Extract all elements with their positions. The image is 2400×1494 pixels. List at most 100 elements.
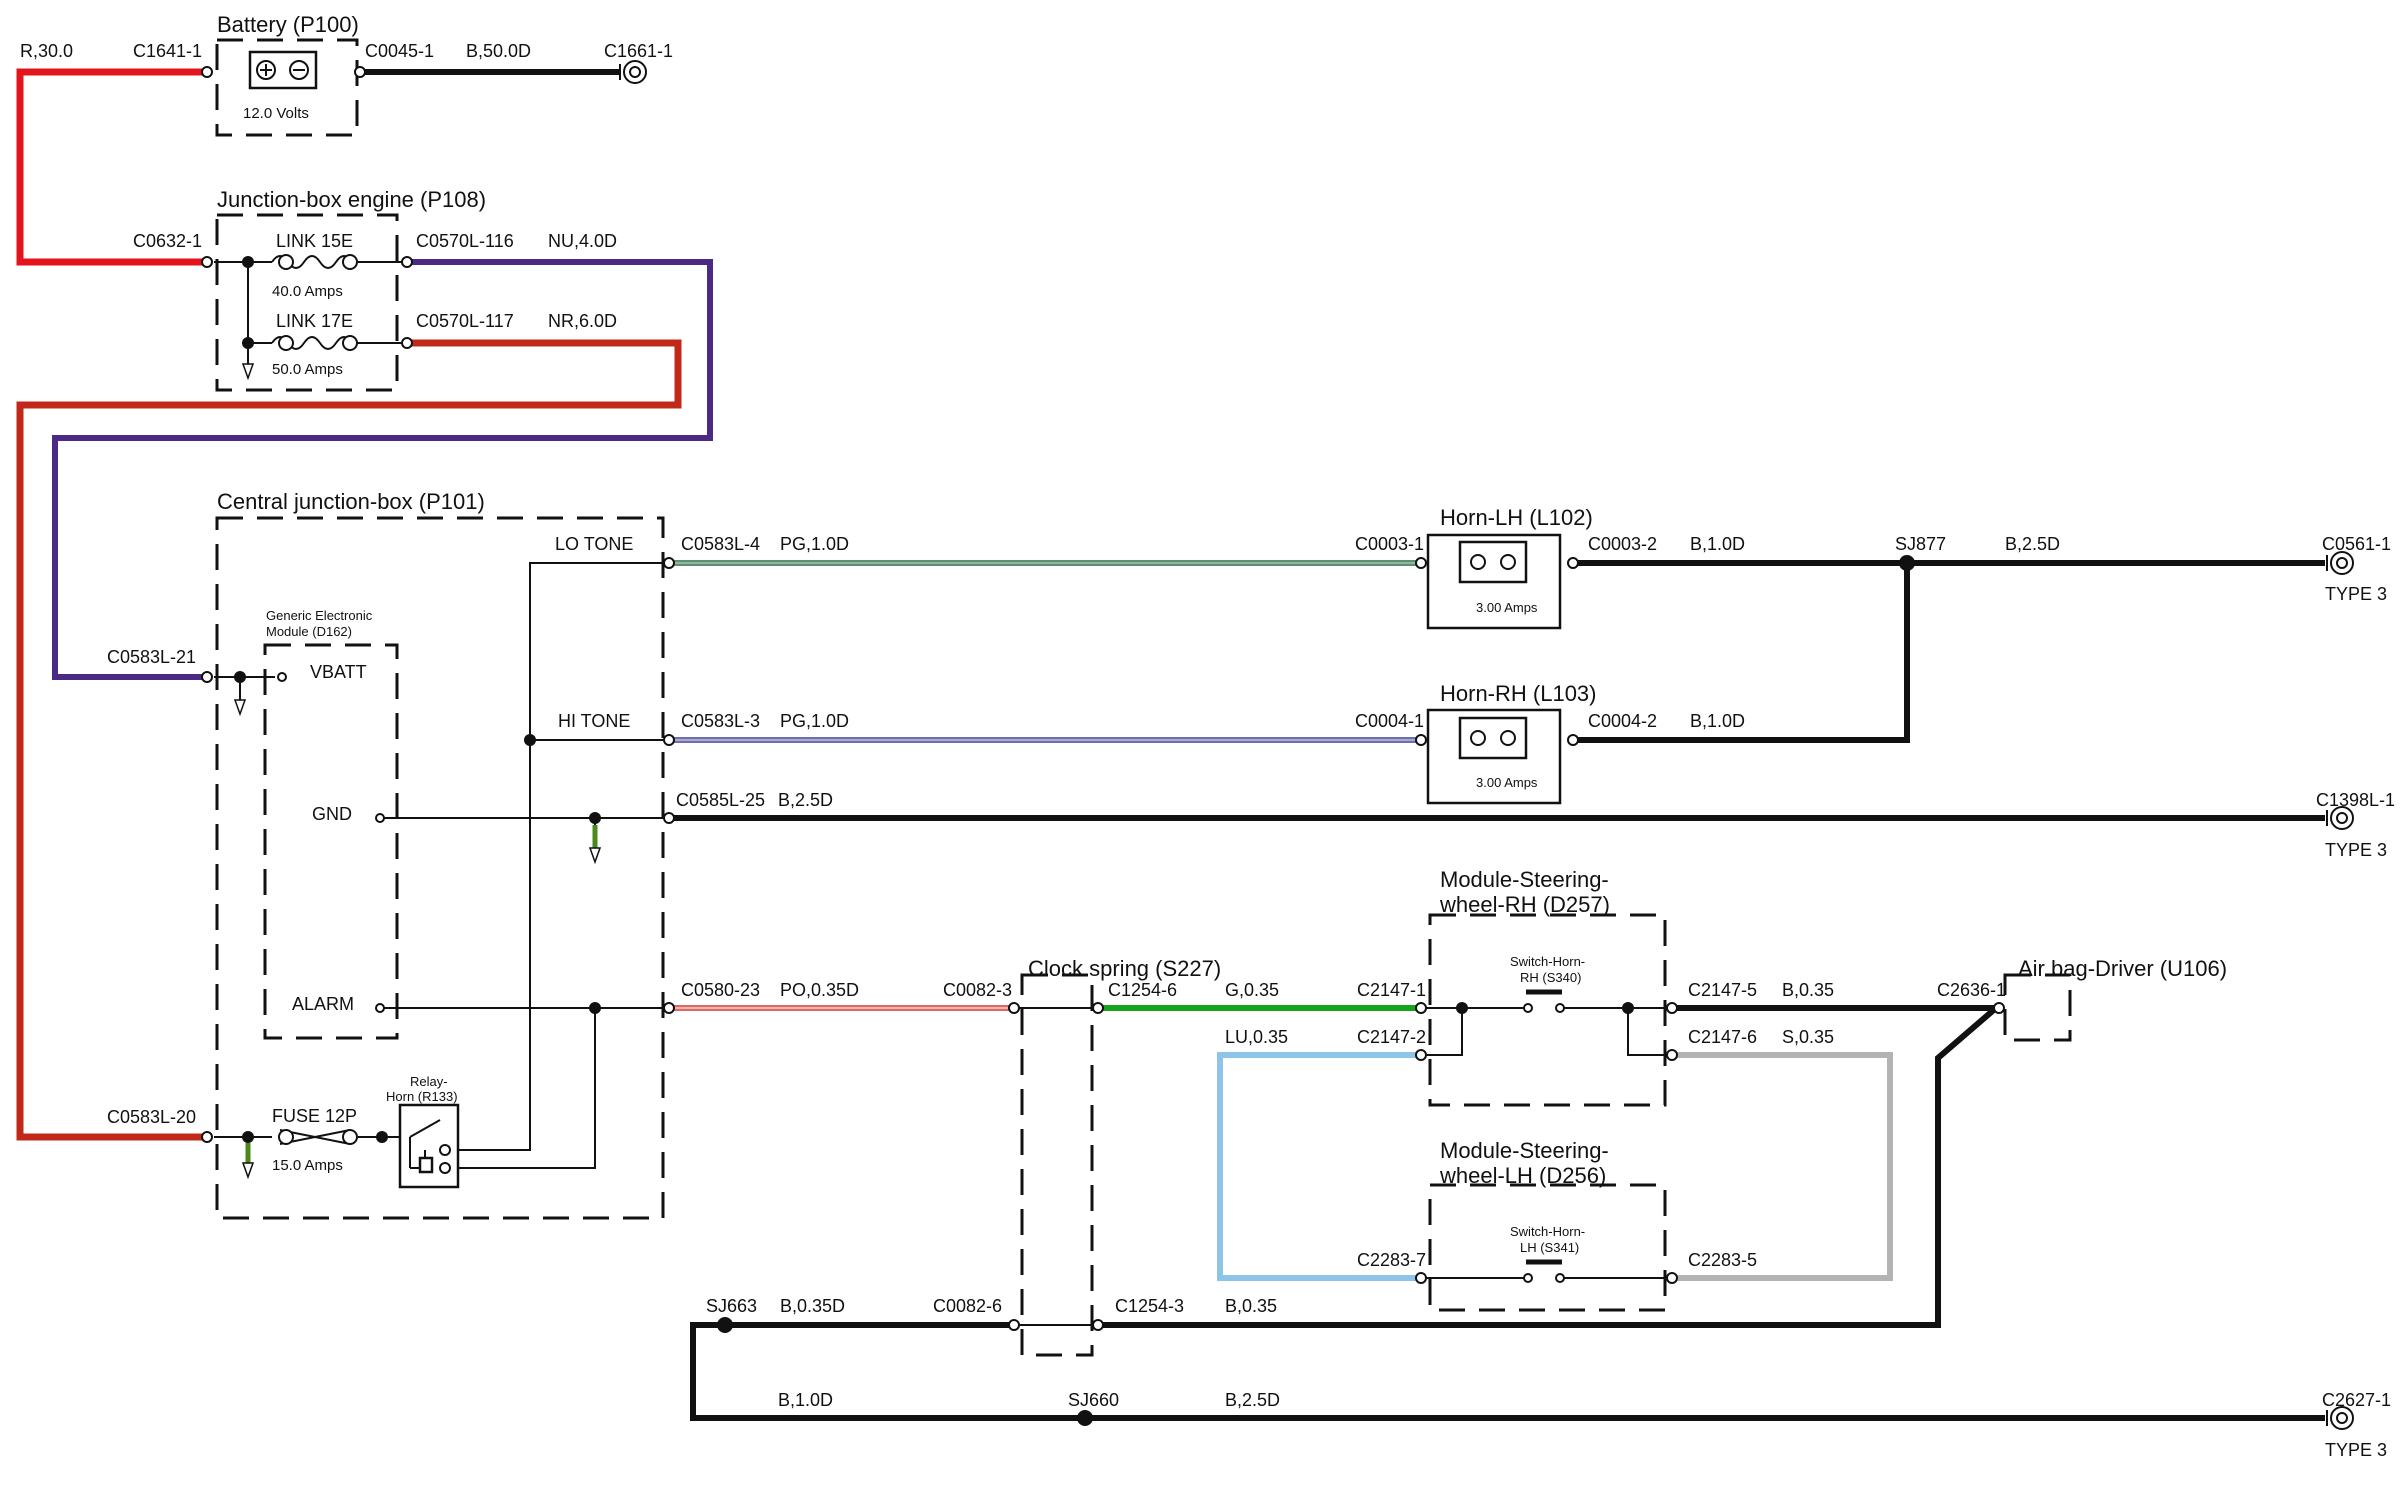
connector-pin [1555, 1003, 1565, 1013]
conn-c0004-1: C0004-1 [1355, 711, 1424, 731]
connector-pin [1415, 557, 1427, 569]
conn-c0082-6: C0082-6 [933, 1296, 1002, 1316]
conn-c0004-2: C0004-2 [1588, 711, 1657, 731]
msw-rh-title-2: wheel-RH (D257) [1439, 892, 1610, 917]
wire-label-b1-rh: B,1.0D [1690, 711, 1745, 731]
connector-pin [1500, 730, 1516, 746]
connector-pin [1567, 557, 1579, 569]
msw-lh-box [1428, 1183, 1667, 1312]
connector-pin [342, 335, 358, 351]
splice-sj660: SJ660 [1068, 1390, 1119, 1410]
connector-pin [1555, 1273, 1565, 1283]
conn-c0570l-116: C0570L-116 [416, 231, 514, 251]
junction-dot [376, 1131, 388, 1143]
conn-c0583l-20: C0583L-20 [107, 1107, 196, 1127]
battery-minus-icon [289, 60, 309, 80]
connector-pin [375, 1003, 385, 1013]
connector-pin [439, 1162, 451, 1174]
splice-sj877: SJ877 [1895, 534, 1946, 554]
relay-label-2: Horn (R133) [386, 1089, 458, 1104]
gem-alarm: ALARM [292, 994, 354, 1014]
connector-pin [663, 557, 675, 569]
conn-c0045-1: C0045-1 [365, 41, 434, 61]
junction-dot [234, 671, 246, 683]
conn-c1641-1: C1641-1 [133, 41, 202, 61]
wire-label-pg-lo: PG,1.0D [780, 534, 849, 554]
connector-pin [1415, 1049, 1427, 1061]
wire-label-b50: B,50.0D [466, 41, 531, 61]
horn-lh-title: Horn-LH (L102) [1440, 505, 1593, 530]
conn-c0580-23: C0580-23 [681, 980, 760, 1000]
connector-pin [201, 256, 213, 268]
ground-eyelet-c1661 [619, 60, 647, 84]
wire-label-po: PO,0.35D [780, 980, 859, 1000]
conn-c2147-5: C2147-5 [1688, 980, 1757, 1000]
gem-vbatt: VBATT [310, 662, 367, 682]
ground-icon-gnd [588, 825, 602, 865]
connector-pin [201, 671, 213, 683]
gem-title-1: Generic Electronic [266, 608, 373, 623]
wire-label-g: G,0.35 [1225, 980, 1279, 1000]
msw-rh-internal-3 [1425, 1008, 1463, 1056]
link-15e-label: LINK 15E [276, 231, 353, 251]
connector-pin [1666, 1002, 1678, 1014]
connector-pin [375, 813, 385, 823]
conn-c2147-1: C2147-1 [1357, 980, 1426, 1000]
conn-c1661-1: C1661-1 [604, 41, 673, 61]
fuse-12p-label: FUSE 12P [272, 1106, 357, 1126]
internal-wire-lo-tone [452, 562, 666, 1151]
conn-c0585l-25: C0585L-25 [676, 790, 765, 810]
junction-dot [1622, 1002, 1634, 1014]
conn-c0583l-3: C0583L-3 [681, 711, 760, 731]
fuse-12p-rating: 15.0 Amps [272, 1157, 343, 1174]
wire-label-b25-gnd: B,2.5D [778, 790, 833, 810]
junction-dot [589, 812, 601, 824]
switch-lh-label-2: LH (S341) [1520, 1240, 1579, 1255]
msw-rh-title-1: Module-Steering- [1440, 867, 1609, 892]
ground-icon-jbox [241, 363, 255, 381]
connector-pin [1092, 1002, 1104, 1014]
connector-pin [1008, 1002, 1020, 1014]
horn-rh-title: Horn-RH (L103) [1440, 681, 1597, 706]
connector-pin [1092, 1319, 1104, 1331]
connector-pin [342, 1129, 358, 1145]
connector-pin [401, 256, 413, 268]
airbag-box [2003, 973, 2072, 1042]
connector-pin [663, 812, 675, 824]
connector-pin [278, 335, 294, 351]
splice-sj660-dot [1077, 1410, 1093, 1426]
wire-darkred-nr6 [16, 339, 682, 1141]
connector-pin [277, 672, 287, 682]
connector-pin [663, 1002, 675, 1014]
switch-rh-label-1: Switch-Horn- [1510, 954, 1585, 969]
horn-lh-box [1426, 533, 1562, 630]
wire-label-b25-bottom: B,2.5D [1225, 1390, 1280, 1410]
conn-c0003-2: C0003-2 [1588, 534, 1657, 554]
conn-c1254-3: C1254-3 [1115, 1296, 1184, 1316]
connector-pin [201, 66, 213, 78]
splice-sj877-dot [1899, 555, 1915, 571]
wire-label-b035-cs: B,0.35 [1225, 1296, 1277, 1316]
connector-pin [1666, 1272, 1678, 1284]
connector-pin [1415, 1002, 1427, 1014]
gem-gnd: GND [312, 804, 352, 824]
connector-pin [1470, 730, 1486, 746]
junction-dot [242, 337, 254, 349]
msw-lh-title-2: wheel-LH (D256) [1439, 1163, 1606, 1188]
connector-pin [2336, 557, 2348, 569]
connector-pin [2336, 1412, 2348, 1424]
ground-icon-vbatt [233, 699, 247, 717]
junction-dot [589, 1002, 601, 1014]
wire-lightblue-lu035 [1217, 1052, 1418, 1281]
connector-pin [663, 734, 675, 746]
conn-c2147-6: C2147-6 [1688, 1027, 1757, 1047]
conn-c0561-type: TYPE 3 [2325, 584, 2387, 604]
connector-pin [278, 1129, 294, 1145]
battery-title: Battery (P100) [217, 12, 359, 37]
battery-plus-icon [256, 60, 276, 80]
switch-rh-label-2: RH (S340) [1520, 970, 1581, 985]
connector-pin [1470, 554, 1486, 570]
horn-lh-rating: 3.00 Amps [1476, 600, 1538, 615]
ground-eyelet-c0561 [2326, 551, 2354, 575]
wire-label-b1-bottom: B,1.0D [778, 1390, 833, 1410]
